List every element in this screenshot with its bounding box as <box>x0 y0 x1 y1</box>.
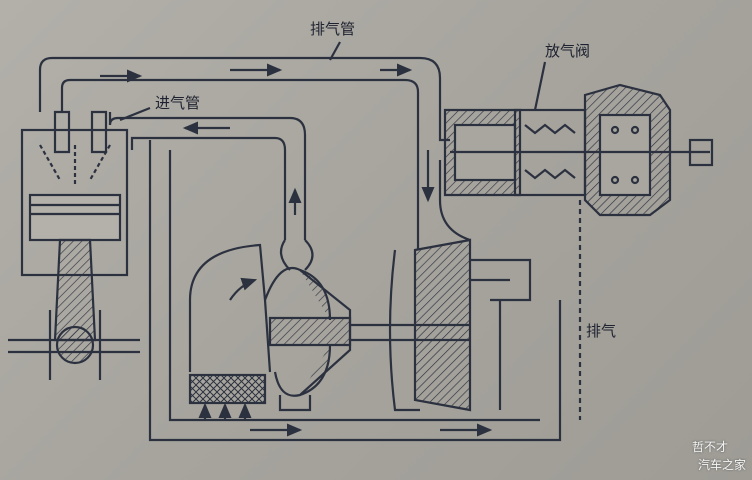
compressor <box>188 243 352 420</box>
watermark-author: 哲不才 <box>691 440 728 454</box>
wastegate-valve <box>443 61 714 217</box>
exhaust-pipe-label: 排气管 <box>310 20 356 38</box>
engine-cylinder <box>8 110 140 380</box>
exhaust-pipe <box>38 56 471 250</box>
watermark-site: 汽车之家 <box>697 458 746 472</box>
exhaust-pipe-leader <box>329 41 341 61</box>
intake-pipe-leader <box>119 106 151 122</box>
turbine <box>350 200 582 420</box>
exhaust-label: 排气 <box>586 322 617 340</box>
intake-pipe-label: 进气管 <box>155 94 201 112</box>
bypass-loop <box>148 140 562 442</box>
intake-pipe <box>108 112 314 271</box>
wastegate-label: 放气阀 <box>545 42 591 60</box>
